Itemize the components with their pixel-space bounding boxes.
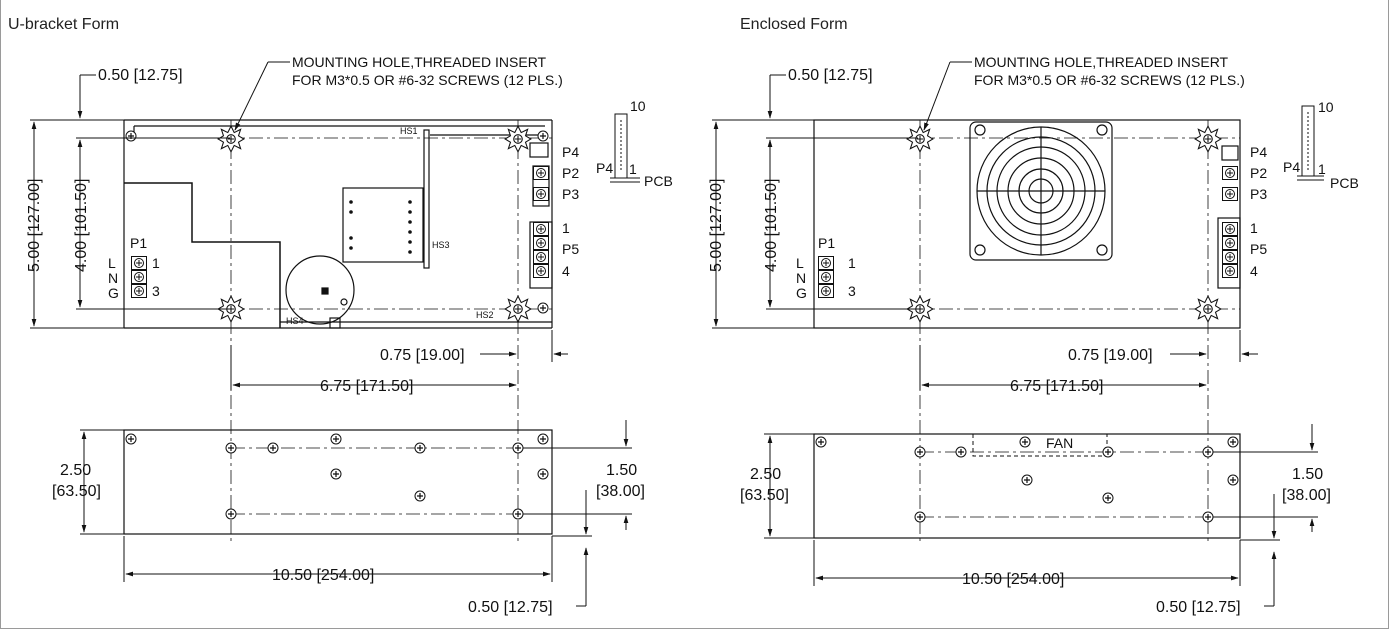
top-offset-label-r: 0.50 [12.75] (788, 67, 873, 84)
bottom-offset-label-r: 0.50 [12.75] (1156, 599, 1241, 616)
top-offset-label: 0.50 [12.75] (98, 67, 183, 84)
p2-label: P2 (562, 165, 579, 181)
p1-label: P1 (130, 235, 147, 251)
side-height-metric-r: [63.50] (740, 487, 789, 504)
u-bracket-side-view (80, 420, 632, 607)
p5-label-r: P5 (1250, 241, 1267, 257)
g-label: G (108, 285, 119, 301)
bottom-offset-label: 0.50 [12.75] (468, 599, 553, 616)
edge-offset-label-r: 0.75 [19.00] (1068, 347, 1153, 364)
hs2-label: HS2 (476, 310, 494, 320)
u-bracket-top-view (123, 119, 553, 545)
conn-p4-label-r: P4 (1283, 159, 1300, 175)
u-bracket-side-holes (125, 433, 549, 520)
n-label: N (108, 270, 118, 286)
p5-pin4: 4 (562, 263, 570, 279)
length-label-r: 10.50 [254.00] (962, 571, 1064, 588)
side-hole-metric: [38.00] (596, 483, 645, 500)
conn-pin1-label-r: 1 (1318, 161, 1326, 177)
p1-pin3: 3 (152, 283, 160, 299)
conn-pin10-label: 10 (630, 98, 646, 114)
side-height-metric: [63.50] (52, 483, 101, 500)
conn-p4-label: P4 (596, 160, 613, 176)
p4-label: P4 (562, 144, 579, 160)
hs1-label: HS1 (400, 126, 418, 136)
fan-label: FAN (1046, 435, 1073, 451)
u-bracket-parts (125, 125, 549, 323)
mounting-note-line1-r: MOUNTING HOLE,THREADED INSERT (974, 54, 1229, 70)
side-height-label: 2.50 (60, 462, 91, 479)
p5-pin1: 1 (562, 220, 570, 236)
p3-label: P3 (562, 186, 579, 202)
p1-pin1-r: 1 (848, 255, 856, 271)
height-holes-label: 4.00 [101.50] (73, 179, 90, 272)
hole-span-label: 6.75 [171.50] (320, 378, 413, 395)
side-hole-label: 1.50 (606, 462, 637, 479)
p3-label-r: P3 (1250, 186, 1267, 202)
hs3-label: HS3 (432, 240, 450, 250)
edge-offset-label: 0.75 [19.00] (380, 347, 465, 364)
side-hole-metric-r: [38.00] (1282, 487, 1331, 504)
p4-label-r: P4 (1250, 144, 1267, 160)
mounting-note-line1: MOUNTING HOLE,THREADED INSERT (292, 54, 547, 70)
p1-pin1: 1 (152, 255, 160, 271)
p2-label-r: P2 (1250, 165, 1267, 181)
u-bracket-p4-connector (610, 113, 640, 183)
height-holes-label-r: 4.00 [101.50] (763, 179, 780, 272)
conn-pin10-label-r: 10 (1318, 99, 1334, 115)
hole-span-label-r: 6.75 [171.50] (1010, 378, 1103, 395)
enclosed-p4-connector (1297, 105, 1324, 181)
length-label: 10.50 [254.00] (272, 567, 374, 584)
side-hole-label-r: 1.50 (1292, 466, 1323, 483)
hs4-label: HS4 (286, 316, 304, 326)
enclosed-dimensions (712, 61, 1258, 390)
u-bracket-text: 0.50 [12.75] MOUNTING HOLE,THREADED INSE… (26, 54, 645, 616)
u-bracket-title: U-bracket Form (8, 16, 120, 33)
p1-pin3-r: 3 (848, 283, 856, 299)
mounting-note-line2: FOR M3*0.5 OR #6-32 SCREWS (12 PLS.) (292, 72, 563, 88)
enclosed-side-holes (815, 436, 1239, 523)
enclosed-side-view (764, 424, 1318, 607)
enclosed-parts (818, 125, 1238, 323)
l-label: L (108, 255, 116, 271)
height-total-label: 5.00 [127.00] (26, 179, 43, 272)
n-label-r: N (796, 270, 806, 286)
mounting-note-line2-r: FOR M3*0.5 OR #6-32 SCREWS (12 PLS.) (974, 72, 1245, 88)
g-label-r: G (796, 285, 807, 301)
height-total-label-r: 5.00 [127.00] (708, 179, 725, 272)
side-height-label-r: 2.50 (750, 466, 781, 483)
enclosed-title: Enclosed Form (740, 16, 848, 33)
l-label-r: L (796, 255, 804, 271)
conn-pin1-label: 1 (629, 161, 637, 177)
pcb-label: PCB (644, 173, 673, 189)
p1-label-r: P1 (818, 235, 835, 251)
enclosed-text: 0.50 [12.75] MOUNTING HOLE,THREADED INSE… (708, 54, 1331, 616)
p5-label: P5 (562, 241, 579, 257)
pcb-label-r: PCB (1330, 175, 1359, 191)
p5-pin4-r: 4 (1250, 263, 1258, 279)
p5-pin1-r: 1 (1250, 220, 1258, 236)
u-bracket-dimensions (30, 61, 568, 390)
